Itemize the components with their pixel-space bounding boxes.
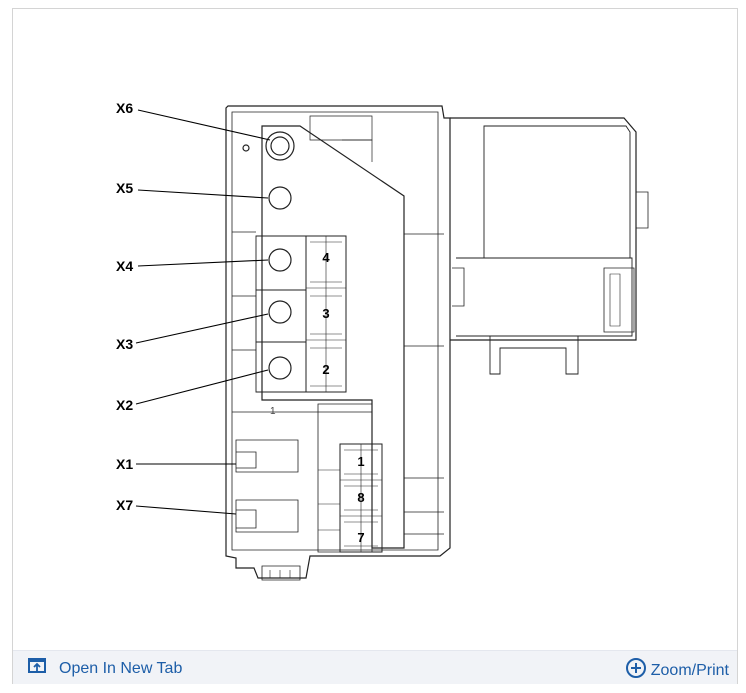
open-in-new-tab-link[interactable]: Open In New Tab bbox=[27, 657, 182, 680]
zoom-print-label: Zoom/Print bbox=[650, 661, 729, 679]
fuse-label-8: 8 bbox=[357, 490, 364, 505]
leader-x3 bbox=[135, 313, 269, 344]
callout-x6: X6 bbox=[116, 100, 134, 116]
leader-x7 bbox=[135, 505, 237, 515]
fuse-label-7: 7 bbox=[357, 530, 364, 545]
image-frame bbox=[12, 8, 738, 684]
housing-outline bbox=[225, 105, 451, 579]
cover-plate bbox=[261, 125, 405, 549]
side-mark-1: 1 bbox=[270, 406, 276, 417]
zoom-plus-icon bbox=[625, 657, 647, 684]
fuse-label-1: 1 bbox=[357, 454, 364, 469]
leader-x6 bbox=[137, 109, 271, 141]
leader-x2 bbox=[135, 369, 269, 405]
open-in-new-tab-label: Open In New Tab bbox=[59, 659, 183, 677]
callout-x2: X2 bbox=[116, 397, 134, 413]
image-toolbar: Open In New Tab Zoom/Print bbox=[13, 650, 737, 684]
zoom-print-link[interactable]: Zoom/Print bbox=[625, 657, 729, 684]
callout-x1: X1 bbox=[116, 456, 134, 472]
callout-x4: X4 bbox=[116, 258, 134, 274]
open-in-new-tab-icon bbox=[27, 657, 47, 680]
leader-x4 bbox=[137, 259, 269, 267]
callout-x7: X7 bbox=[116, 497, 134, 513]
callout-x5: X5 bbox=[116, 180, 134, 196]
housing-extension bbox=[450, 117, 637, 341]
leader-x5 bbox=[137, 189, 269, 199]
fuse-label-4: 4 bbox=[322, 250, 330, 265]
callout-x3: X3 bbox=[116, 336, 134, 352]
fuse-label-3: 3 bbox=[322, 306, 329, 321]
fuse-label-2: 2 bbox=[322, 362, 329, 377]
